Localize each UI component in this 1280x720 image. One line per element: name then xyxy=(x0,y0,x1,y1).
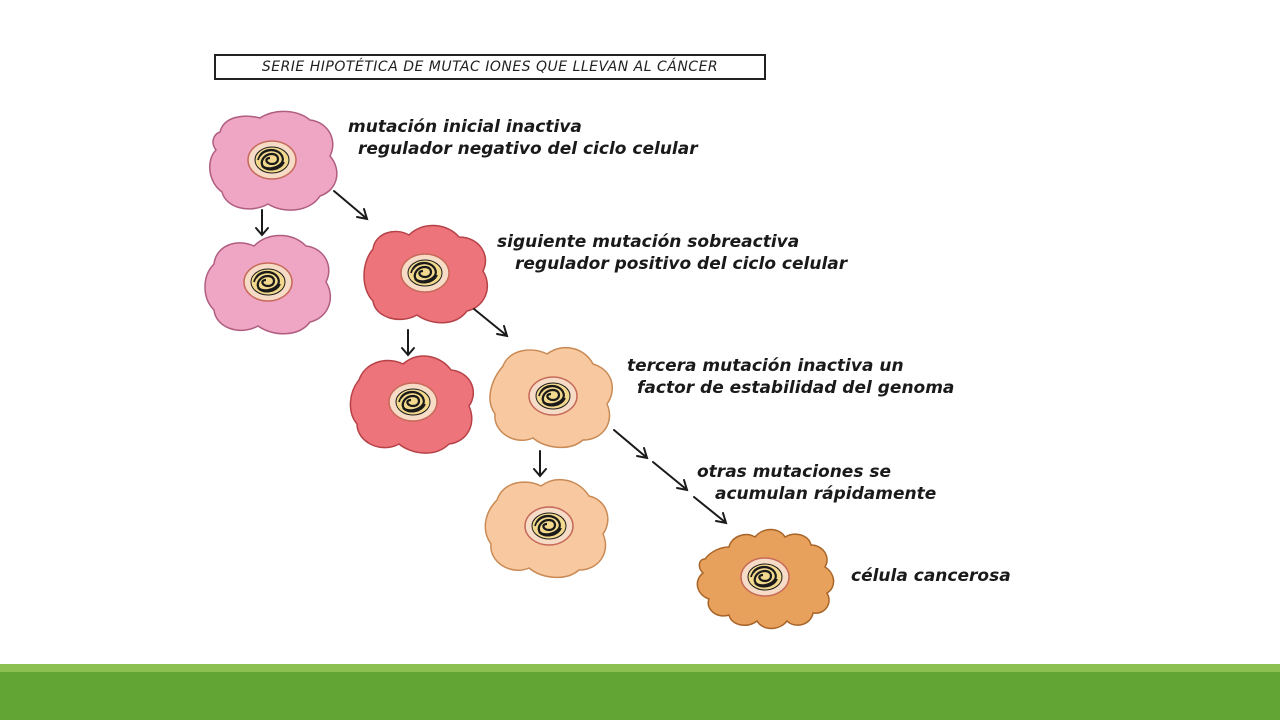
step4-label: otras mutaciones se acumulan rápidamente xyxy=(697,461,936,505)
cell-peach-daughter xyxy=(484,478,609,579)
arrow-diagonal-4 xyxy=(652,461,689,492)
arrow-diagonal-5 xyxy=(693,496,728,525)
cell-initial xyxy=(209,110,338,211)
arrow-down-2 xyxy=(401,329,415,357)
step2-line1: siguiente mutación sobreactiva xyxy=(497,232,800,252)
step2-line2: regulador positivo del ciclo celular xyxy=(515,254,848,274)
arrow-diagonal-2 xyxy=(473,308,509,338)
arrow-diagonal-1 xyxy=(333,190,369,221)
step5-line1: célula cancerosa xyxy=(851,566,1011,586)
cell-pink-daughter xyxy=(204,234,331,335)
step4-line2: acumulan rápidamente xyxy=(715,484,937,504)
cell-third-mutation xyxy=(489,346,613,449)
step3-label: tercera mutación inactiva un factor de e… xyxy=(627,355,954,399)
arrow-diagonal-3 xyxy=(613,429,649,460)
step1-label: mutación inicial inactiva regulador nega… xyxy=(348,116,698,160)
cell-red-daughter xyxy=(349,355,474,454)
arrow-down-1 xyxy=(255,209,269,237)
step1-line2: regulador negativo del ciclo celular xyxy=(358,139,698,159)
cell-cancer xyxy=(696,528,835,630)
step3-line1: tercera mutación inactiva un xyxy=(627,356,904,376)
footer-band-light xyxy=(0,664,1280,672)
step1-line1: mutación inicial inactiva xyxy=(348,117,582,137)
step2-label: siguiente mutación sobreactiva regulador… xyxy=(497,231,847,275)
arrow-down-3 xyxy=(533,450,547,478)
step4-line1: otras mutaciones se xyxy=(697,462,892,482)
footer-band xyxy=(0,672,1280,720)
step3-line2: factor de estabilidad del genoma xyxy=(637,378,955,398)
cell-second-mutation xyxy=(363,224,488,324)
diagram-title: SERIE HIPOTÉTICA DE MUTAC IONES QUE LLEV… xyxy=(214,54,766,80)
step5-label: célula cancerosa xyxy=(851,565,1011,587)
